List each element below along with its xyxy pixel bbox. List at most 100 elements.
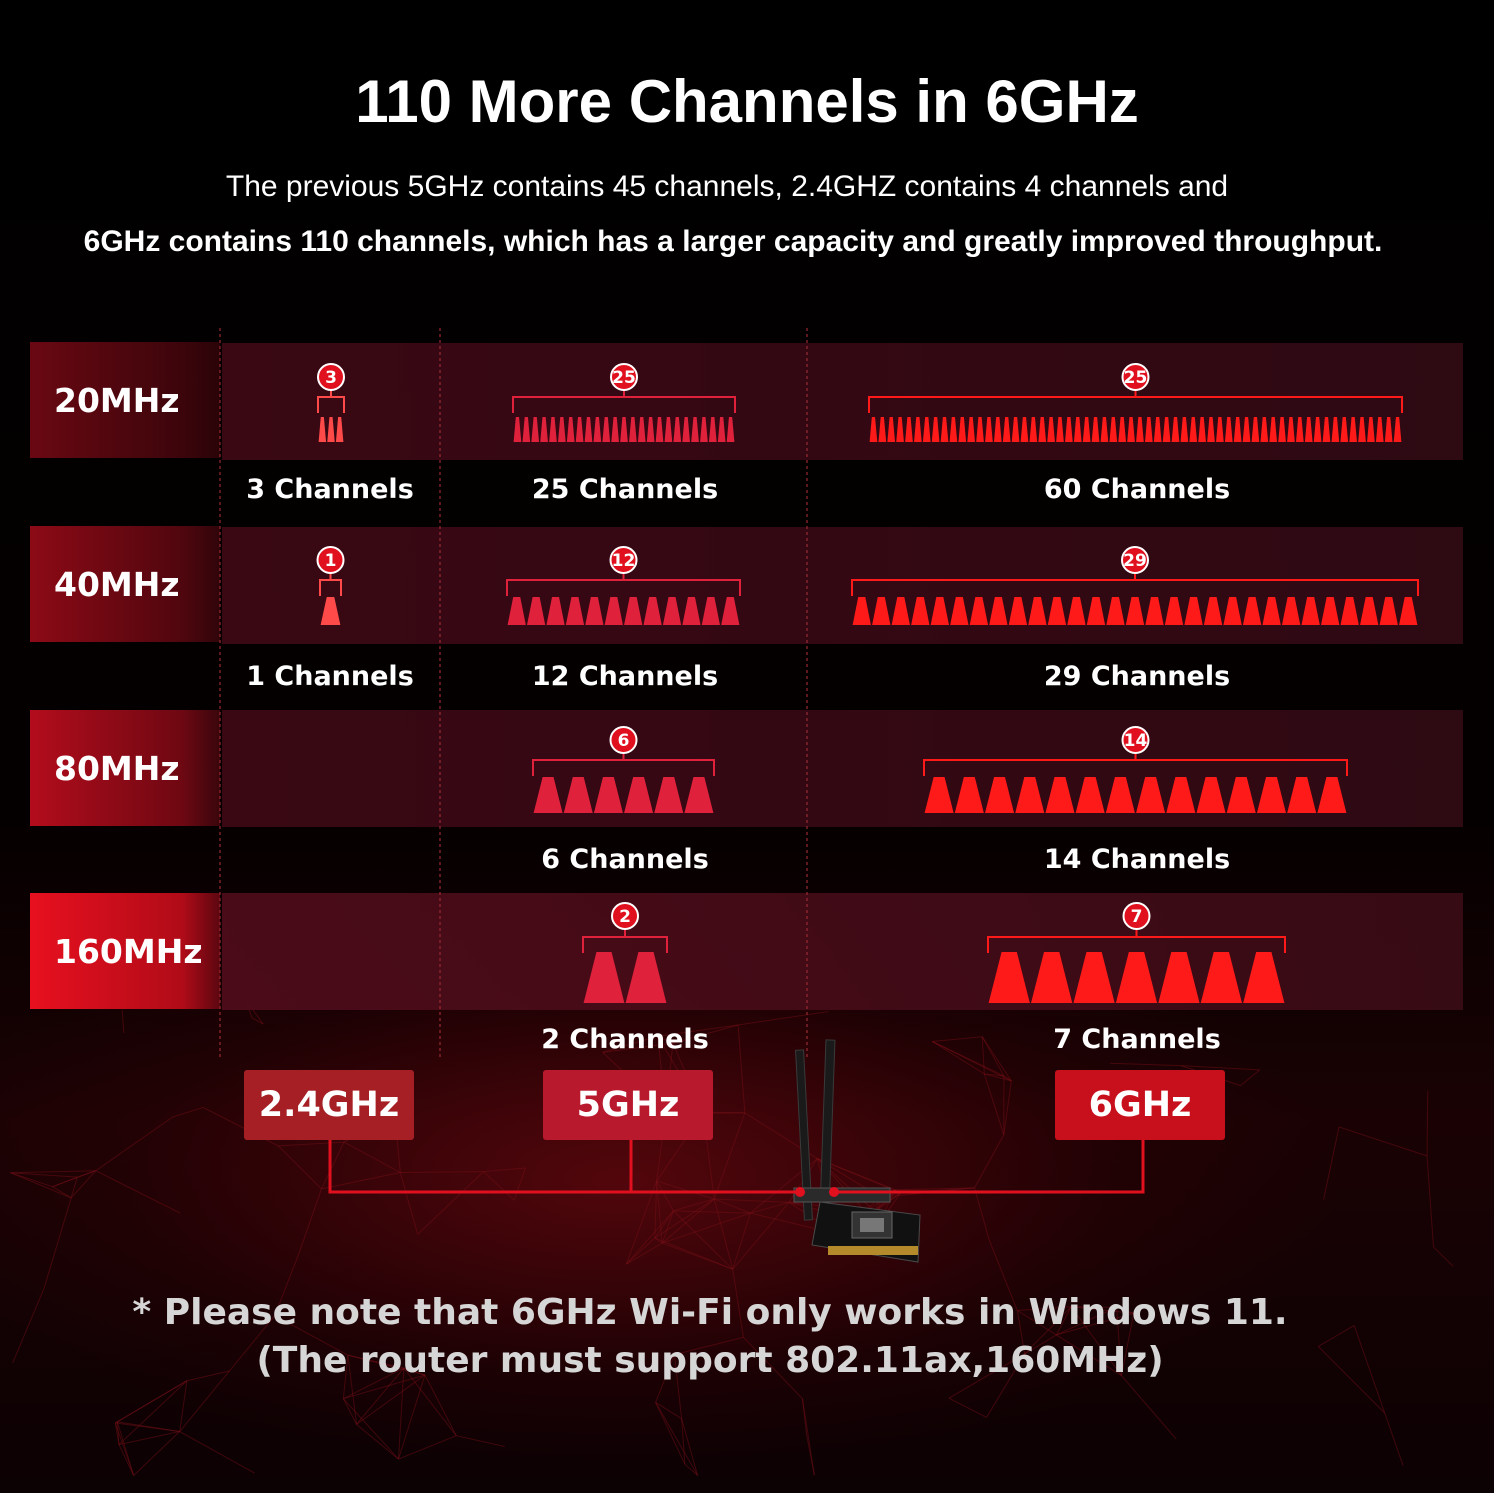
bg-net-line [320, 1141, 345, 1190]
bg-net-line [655, 1402, 682, 1420]
channel-mark [872, 597, 891, 625]
channel-badge-text: 7 [1131, 907, 1143, 927]
channel-count-badge [316, 546, 345, 574]
bg-net-line [1116, 1307, 1122, 1376]
channel-mark [1136, 417, 1144, 442]
channel-mark [954, 777, 984, 813]
channel-mark [1317, 777, 1347, 813]
bg-net-line [625, 1210, 674, 1265]
channel-mark [1008, 597, 1028, 625]
channel-mark [1226, 777, 1256, 813]
count-20mhz-24ghz: 3 Channels [246, 474, 414, 505]
bg-net-line [278, 1145, 322, 1190]
channel-mark [1322, 417, 1331, 442]
channel-mark [1082, 417, 1091, 442]
bg-net-line [1110, 1062, 1182, 1067]
bg-net-line [948, 1397, 987, 1418]
channel-mark [1321, 597, 1340, 625]
bg-net-line [674, 1336, 744, 1356]
bg-net-line [625, 1180, 658, 1265]
bg-net-line [114, 1422, 135, 1476]
bg-net-line [133, 1431, 181, 1476]
bg-net-line [661, 1212, 751, 1244]
channel-mark [1029, 417, 1038, 442]
channel-mark [1301, 597, 1320, 625]
bg-net-line [732, 1269, 744, 1338]
bg-net-line [1055, 1306, 1072, 1336]
channel-badge-text: 1 [325, 551, 337, 571]
channel-mark [327, 417, 335, 442]
bg-net-line [347, 1355, 358, 1425]
bg-net-line [1056, 1312, 1134, 1336]
channel-mark [1153, 417, 1162, 442]
row-label-40mhz: 40MHz [30, 526, 220, 642]
bg-net-line [1016, 1310, 1026, 1354]
band-6ghz-button[interactable]: 6GHz [1055, 1070, 1225, 1140]
channel-mark [1340, 417, 1349, 442]
bg-net-line [52, 1170, 96, 1188]
channel-mark [1091, 417, 1100, 442]
channel-mark [1224, 417, 1233, 442]
channel-mark [682, 597, 701, 625]
bg-net-line [806, 1434, 815, 1476]
bg-net-line [483, 1171, 515, 1201]
channel-count-badge [1121, 546, 1149, 574]
channel-mark [1243, 952, 1285, 1003]
channel-badge-text: 25 [1124, 368, 1148, 388]
band-5ghz-button[interactable]: 5GHz [543, 1070, 713, 1140]
bg-net-line [626, 1237, 656, 1265]
channel-mark [1287, 777, 1317, 813]
bg-net-line [179, 1431, 255, 1474]
channel-mark [1216, 417, 1224, 442]
channel-mark [585, 597, 604, 625]
bg-net-line [932, 1041, 1012, 1082]
channel-mark [1269, 417, 1278, 442]
channel-mark [958, 417, 967, 442]
channel-mark [887, 417, 896, 442]
bg-net-line [655, 1402, 699, 1476]
channel-mark [593, 777, 623, 813]
channel-mark [673, 417, 682, 442]
row-label-80mhz: 80MHz [30, 710, 220, 826]
channel-mark [985, 777, 1015, 813]
bg-net-line [602, 1042, 673, 1053]
channel-mark [1045, 777, 1075, 813]
channel-group: 2 [582, 902, 668, 1003]
channel-count-badge [609, 546, 638, 574]
channel-mark [611, 417, 619, 442]
bg-net-line [737, 1011, 829, 1026]
bg-net-line [321, 1172, 401, 1190]
channel-mark [1242, 417, 1251, 442]
channel-mark [533, 777, 563, 813]
bg-net-line [95, 1116, 173, 1172]
bg-net-line [1181, 1065, 1260, 1071]
bg-net-line [399, 1172, 419, 1235]
channel-mark [976, 417, 984, 442]
bg-net-line [117, 1380, 188, 1423]
bg-net-line [981, 1036, 1005, 1077]
connector-dot [795, 1187, 805, 1197]
channel-mark [1180, 417, 1189, 442]
bg-net-line [983, 1073, 1005, 1135]
bg-net-line [1024, 1334, 1057, 1355]
channel-group: 25 [868, 363, 1403, 442]
channel-mark [1162, 417, 1171, 442]
count-40mhz-5ghz: 12 Channels [531, 661, 719, 692]
channel-mark [1242, 597, 1262, 625]
channel-badge-text: 14 [1124, 731, 1148, 751]
bg-net-line [1338, 1126, 1428, 1157]
channel-mark [563, 777, 593, 813]
bg-net-line [673, 1210, 751, 1214]
channel-mark [1375, 417, 1384, 442]
bg-net-line [1426, 1155, 1434, 1247]
bg-net-line [343, 1141, 401, 1173]
bg-net-line [95, 1170, 181, 1214]
bg-net-line [251, 1017, 264, 1025]
channel-mark [1262, 597, 1281, 625]
subtitle-line-1: The previous 5GHz contains 45 channels, … [225, 170, 1229, 203]
band-24ghz-button[interactable]: 2.4GHz [244, 1070, 414, 1140]
bg-net-line [654, 1198, 715, 1239]
bg-net-line [661, 1210, 674, 1244]
channel-mark [1028, 597, 1047, 625]
bg-net-line [931, 1041, 985, 1075]
